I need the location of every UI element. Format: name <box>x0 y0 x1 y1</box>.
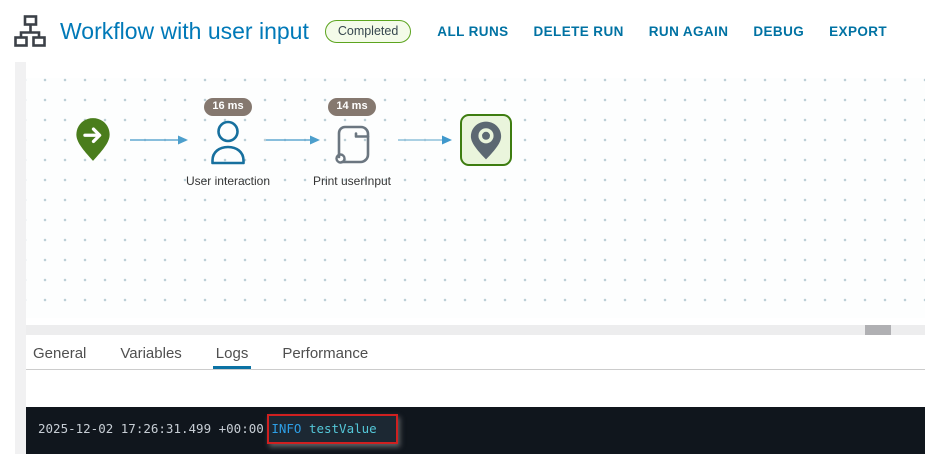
log-entry: 2025-12-02 17:26:31.499 +00:00 INFO test… <box>26 407 925 436</box>
connector-arrow <box>130 135 188 145</box>
tab-logs[interactable]: Logs <box>212 345 252 369</box>
scroll-icon <box>335 125 370 164</box>
all-runs-button[interactable]: ALL RUNS <box>437 23 509 39</box>
duration-badge: 14 ms <box>328 98 376 116</box>
node-label: User interaction <box>185 173 271 188</box>
debug-button[interactable]: DEBUG <box>753 23 805 39</box>
workflow-node-start[interactable] <box>74 115 112 165</box>
start-arrow-pin-icon <box>76 118 110 161</box>
log-message: testValue <box>308 421 377 436</box>
export-button[interactable]: EXPORT <box>829 23 888 39</box>
duration-badge: 16 ms <box>204 98 252 116</box>
tab-divider <box>26 369 925 370</box>
location-pin-icon <box>470 121 502 159</box>
run-again-button[interactable]: RUN AGAIN <box>648 23 729 39</box>
user-icon <box>211 120 245 165</box>
left-gutter-scrollbar[interactable] <box>15 62 26 454</box>
scrollbar-thumb[interactable] <box>865 325 891 335</box>
workflow-node-end[interactable] <box>460 114 512 166</box>
tab-performance[interactable]: Performance <box>282 345 369 362</box>
page-title: Workflow with user input <box>60 17 309 44</box>
status-badge: Completed <box>324 19 412 43</box>
workflow-canvas[interactable]: 16 ms User interaction 14 ms Print userI… <box>26 78 925 318</box>
workflow-node-print-userinput[interactable]: 14 ms Print userInput <box>292 98 412 188</box>
log-timestamp: 2025-12-02 17:26:31.499 +00:00 <box>38 421 264 436</box>
log-console[interactable]: 2025-12-02 17:26:31.499 +00:00 INFO test… <box>26 407 925 454</box>
header: Workflow with user input Completed ALL R… <box>0 0 925 62</box>
workflow-icon <box>14 15 46 47</box>
log-level: INFO <box>271 421 302 436</box>
connector-arrow <box>266 135 320 145</box>
connector-arrow <box>398 135 452 145</box>
node-label: Print userInput <box>312 173 392 188</box>
detail-tabs: General Variables Logs Performance <box>26 338 399 369</box>
workflow-node-user-interaction[interactable]: 16 ms User interaction <box>168 98 288 188</box>
delete-run-button[interactable]: DELETE RUN <box>533 23 624 39</box>
action-bar: ALL RUNS DELETE RUN RUN AGAIN DEBUG EXPO… <box>437 24 887 39</box>
tab-general[interactable]: General <box>33 345 87 362</box>
canvas-horizontal-scrollbar[interactable] <box>26 325 925 335</box>
tab-variables[interactable]: Variables <box>120 345 182 362</box>
